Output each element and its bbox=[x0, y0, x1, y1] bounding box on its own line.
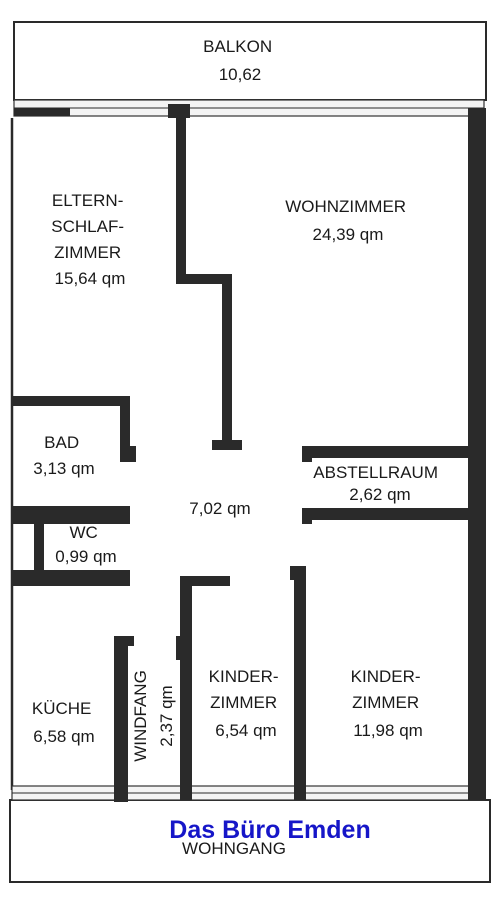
room-wohnzimmer-name: WOHNZIMMER bbox=[285, 197, 406, 216]
wall-storage-top bbox=[302, 446, 470, 458]
room-kueche-name: KÜCHE bbox=[32, 699, 92, 718]
wall-storage-bottom bbox=[302, 508, 470, 520]
brand-watermark: Das Büro Emden bbox=[169, 816, 370, 844]
balcony-outline bbox=[13, 21, 487, 101]
wall-kinder-partition-cap bbox=[290, 566, 306, 580]
room-eltern-line-1: ELTERN- bbox=[52, 191, 123, 210]
room-balkon-area: 10,62 bbox=[219, 65, 262, 84]
room-windfang-name: WINDFANG bbox=[131, 670, 150, 762]
wall-door-stub-top bbox=[212, 440, 242, 450]
room-kinder-large-line-1: KINDER- bbox=[351, 667, 421, 686]
room-flur-area: 7,02 qm bbox=[189, 499, 250, 518]
room-wohngang-name: WOHNGANG bbox=[182, 839, 286, 858]
room-wc: WC 0,99 qm bbox=[55, 523, 116, 566]
room-bad-area: 3,13 qm bbox=[33, 459, 94, 478]
room-windfang-area: 2,37 qm bbox=[157, 685, 176, 746]
room-wc-area: 0,99 qm bbox=[55, 547, 116, 566]
room-bad: BAD 3,13 qm bbox=[33, 433, 94, 478]
wall-wc-top bbox=[12, 506, 130, 524]
room-kinder-small: KINDER- ZIMMER 6,54 qm bbox=[209, 667, 284, 740]
room-wohngang: WOHNGANG bbox=[182, 839, 286, 858]
room-wc-name: WC bbox=[69, 523, 97, 542]
room-flur: 7,02 qm bbox=[189, 499, 250, 518]
room-abstellraum-area: 2,62 qm bbox=[349, 485, 410, 504]
room-wohnzimmer: WOHNZIMMER 24,39 qm bbox=[285, 197, 411, 244]
room-abstellraum-name: ABSTELLRAUM bbox=[313, 463, 438, 482]
wall-bath-doorstub bbox=[120, 446, 136, 462]
wall-kinder-partition bbox=[294, 568, 306, 800]
outer-wall-right bbox=[468, 108, 486, 800]
room-kinder-large-line-2: ZIMMER bbox=[352, 693, 419, 712]
room-eltern-area: 15,64 qm bbox=[55, 269, 126, 288]
room-bad-name: BAD bbox=[44, 433, 79, 452]
room-kinder-large: KINDER- ZIMMER 11,98 qm bbox=[351, 667, 426, 740]
wall-bedroom-living-step bbox=[176, 274, 232, 284]
room-balkon: BALKON 10,62 bbox=[203, 37, 277, 84]
wall-storage-bottom-stub bbox=[302, 508, 312, 524]
room-kueche: KÜCHE 6,58 qm bbox=[32, 699, 96, 746]
wall-windfang-left-cap bbox=[114, 636, 134, 646]
room-eltern-line-2: SCHLAF- bbox=[51, 217, 124, 236]
room-eltern: ELTERN- SCHLAF- ZIMMER 15,64 qm bbox=[51, 191, 128, 288]
wall-kinder-small-top bbox=[180, 576, 230, 586]
room-wohnzimmer-area: 24,39 qm bbox=[313, 225, 384, 244]
wall-bath-top bbox=[12, 396, 130, 406]
room-kinder-small-area: 6,54 qm bbox=[215, 721, 276, 740]
wall-wc-left bbox=[34, 506, 44, 584]
room-kueche-area: 6,58 qm bbox=[33, 727, 94, 746]
wall-wc-bottom bbox=[12, 570, 130, 586]
room-kinder-small-line-1: KINDER- bbox=[209, 667, 279, 686]
wall-kinder-small-left bbox=[180, 576, 192, 800]
wall-storage-top-stub bbox=[302, 446, 312, 462]
room-abstellraum: ABSTELLRAUM 2,62 qm bbox=[313, 463, 442, 504]
wall-windfang-left bbox=[114, 640, 128, 802]
room-balkon-name: BALKON bbox=[203, 37, 272, 56]
wall-bedroom-living-upper bbox=[176, 110, 186, 282]
room-eltern-line-3: ZIMMER bbox=[54, 243, 121, 262]
wall-bath-right bbox=[120, 396, 130, 462]
wall-top-left bbox=[14, 108, 70, 116]
wall-bedroom-living-lower bbox=[222, 274, 232, 446]
room-kinder-large-area: 11,98 qm bbox=[353, 721, 423, 740]
room-kinder-small-line-2: ZIMMER bbox=[210, 693, 277, 712]
